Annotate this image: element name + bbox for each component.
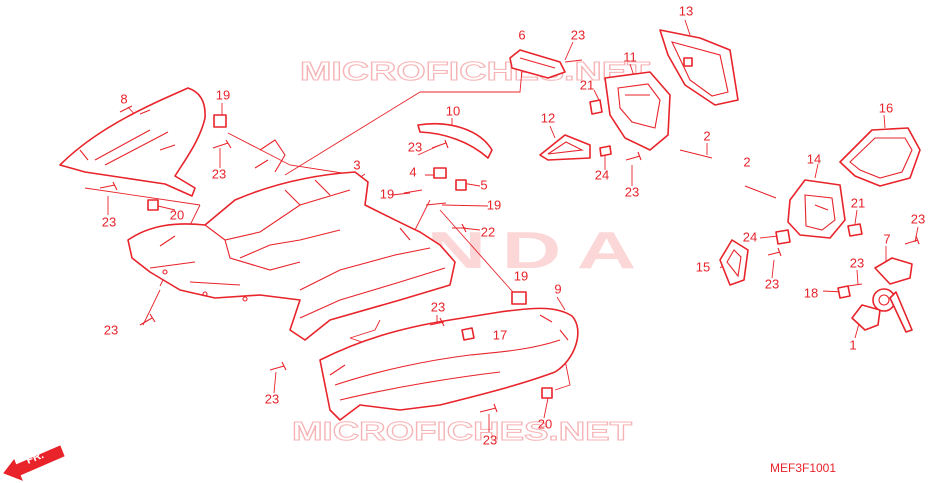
callout-c6: 6 (518, 27, 525, 42)
part-right-lid (839, 127, 921, 187)
callout-c18: 18 (804, 285, 818, 300)
part-meter-panel (604, 71, 671, 151)
callout-c16: 16 (879, 100, 893, 115)
callout-c23h: 23 (765, 276, 779, 291)
callout-c23c: 23 (212, 166, 226, 181)
part-loop-right (719, 239, 749, 286)
part-ignition-switch (851, 257, 913, 333)
callout-c22: 22 (481, 224, 495, 239)
callout-c23g: 23 (850, 255, 864, 270)
callout-c9: 9 (554, 281, 561, 296)
part-left-cover (59, 87, 206, 211)
callout-c10: 10 (446, 103, 460, 118)
part-key-housing (787, 179, 846, 239)
callout-c21a: 21 (580, 77, 594, 92)
callout-c24a: 24 (595, 167, 609, 182)
callout-c2a: 2 (703, 128, 710, 143)
callout-c19a: 19 (216, 87, 230, 102)
part-strip (417, 122, 493, 159)
part-inner-cover (127, 139, 456, 341)
callout-c21b: 21 (851, 195, 865, 210)
callout-c19d: 19 (514, 268, 528, 283)
callout-c1: 1 (849, 337, 856, 352)
callout-c17: 17 (493, 327, 507, 342)
callout-c7: 7 (883, 231, 890, 246)
watermark-bottom: MICROFICHES.NET (292, 416, 632, 446)
callout-c23j: 23 (104, 322, 118, 337)
part-loop-left (539, 134, 591, 161)
callout-c20a: 20 (170, 207, 184, 222)
front-direction-arrow: FR. (3, 445, 65, 481)
callout-c23i: 23 (431, 299, 445, 314)
callout-c20b: 20 (538, 416, 552, 431)
callout-c13: 13 (679, 3, 693, 18)
part-right-panel-top (659, 29, 739, 106)
fasteners (99, 59, 920, 413)
callout-c24b: 24 (743, 229, 757, 244)
callout-c14: 14 (807, 151, 821, 166)
callout-c23d: 23 (102, 214, 116, 229)
part-front-cowl (319, 291, 579, 421)
callout-c23e: 23 (625, 184, 639, 199)
callout-c8: 8 (120, 91, 127, 106)
callout-c4: 4 (409, 164, 416, 179)
callout-c3: 3 (353, 157, 360, 172)
callout-c23a: 23 (571, 27, 585, 42)
callout-c2b: 2 (743, 154, 750, 169)
callout-c19b: 19 (380, 186, 394, 201)
callout-c11: 11 (623, 49, 637, 64)
callout-c23b: 23 (408, 139, 422, 154)
callout-c19c: 19 (487, 197, 501, 212)
callout-c23l: 23 (483, 432, 497, 447)
callout-c12: 12 (541, 110, 555, 125)
watermark-top: MICROFICHES.NET (300, 56, 650, 86)
callout-c23k: 23 (265, 391, 279, 406)
callout-c5: 5 (480, 177, 487, 192)
callout-c23f: 23 (911, 211, 925, 226)
diagram-code: MEF3F1001 (770, 461, 836, 475)
callout-c15: 15 (696, 259, 710, 274)
part-bracket-top (509, 49, 566, 79)
